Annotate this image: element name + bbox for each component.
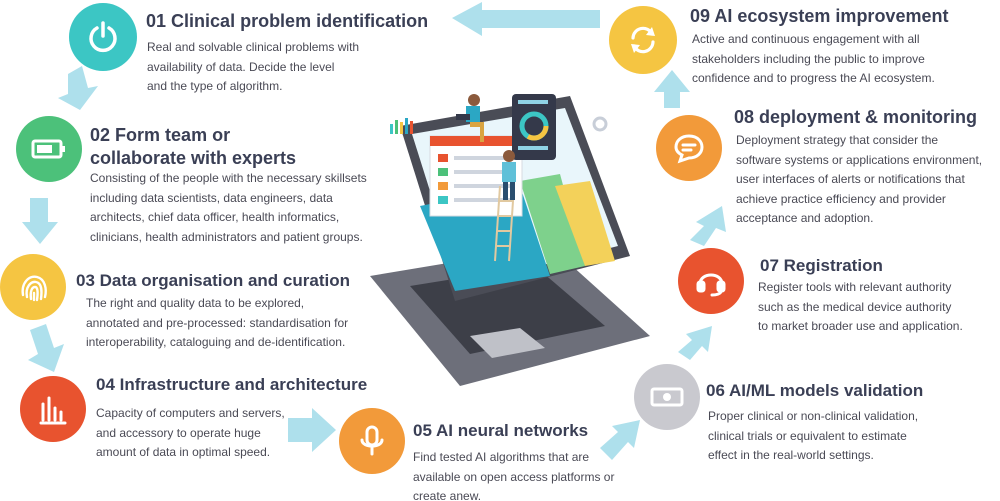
dashboard-card bbox=[512, 94, 556, 160]
laptop-illustration bbox=[370, 94, 650, 386]
step-06-number: 06 bbox=[706, 381, 725, 400]
step-09-description: Active and continuous engagement with al… bbox=[692, 32, 935, 85]
step-05-number: 05 bbox=[413, 421, 432, 440]
battery-icon bbox=[31, 139, 65, 159]
step-01-icon-circle bbox=[69, 3, 137, 71]
step-08-title: 08 deployment & monitoring bbox=[734, 107, 978, 127]
arrow-08-to-09 bbox=[654, 70, 690, 108]
arrow-04-to-05 bbox=[288, 408, 336, 452]
step-04-description: Capacity of computers and servers, and a… bbox=[96, 406, 285, 459]
step-03-number: 03 bbox=[76, 271, 95, 290]
arrow-06-to-07 bbox=[678, 326, 712, 360]
headset-icon bbox=[696, 273, 726, 297]
step-03-description: The right and quality data to be explore… bbox=[86, 296, 349, 349]
step-03-icon-circle bbox=[0, 254, 66, 320]
laptop-touchpad bbox=[470, 328, 545, 358]
fingerprint-icon bbox=[21, 275, 47, 302]
step-06-title: 06 AI/ML models validation bbox=[706, 381, 924, 400]
step-07-number: 07 bbox=[760, 256, 779, 275]
person-sitting bbox=[456, 94, 484, 142]
step-08-number: 08 bbox=[734, 107, 755, 127]
person-standing bbox=[502, 150, 516, 200]
step-08-description: Deployment strategy that consider the so… bbox=[736, 133, 983, 225]
green-sheet bbox=[520, 174, 585, 274]
step-09-title: 09 AI ecosystem improvement bbox=[690, 6, 949, 26]
gear-icon bbox=[592, 116, 608, 132]
step-02-description: Consisting of the people with the necess… bbox=[90, 171, 367, 244]
arrow-01-to-02 bbox=[58, 66, 98, 110]
refresh-icon bbox=[631, 26, 655, 54]
chat-icon bbox=[674, 134, 704, 164]
arrow-07-to-08 bbox=[690, 206, 726, 246]
step-04-number: 04 bbox=[96, 375, 115, 394]
step-04-title: 04 Infrastructure and architecture bbox=[96, 375, 368, 394]
money-icon bbox=[650, 387, 684, 407]
mini-bar-chart bbox=[390, 118, 413, 134]
microphone-icon bbox=[360, 425, 384, 456]
step-02-title: 02 Form team or collaborate with experts bbox=[90, 125, 297, 168]
step-09-icon-circle bbox=[609, 6, 677, 74]
step-06-description: Proper clinical or non-clinical validati… bbox=[708, 409, 919, 462]
arrow-09-to-01 bbox=[452, 2, 600, 36]
step-07-title: 07 Registration bbox=[760, 256, 883, 275]
bar-chart-icon bbox=[39, 396, 67, 425]
step-02-icon-circle bbox=[16, 116, 82, 182]
step-01-number: 01 bbox=[146, 11, 167, 31]
arrow-03-to-04 bbox=[28, 324, 64, 372]
power-icon bbox=[89, 21, 117, 53]
arrow-02-to-03 bbox=[22, 198, 58, 244]
step-03-title: 03 Data organisation and curation bbox=[76, 271, 350, 290]
step-04-icon-circle bbox=[20, 376, 86, 442]
step-02-number: 02 bbox=[90, 125, 111, 145]
step-05-description: Find tested AI algorithms that are avail… bbox=[413, 450, 615, 501]
step-08-icon-circle bbox=[656, 115, 722, 181]
step-07-icon-circle bbox=[678, 248, 744, 314]
step-06-icon-circle bbox=[634, 364, 700, 430]
step-05-title: 05 AI neural networks bbox=[413, 421, 589, 440]
arrow-05-to-06 bbox=[600, 420, 640, 460]
step-01-title-text: Clinical problem identification bbox=[171, 11, 429, 31]
yellow-sheet bbox=[555, 181, 615, 266]
step-05-icon-circle bbox=[339, 408, 405, 474]
step-07-description: Register tools with relevant authority s… bbox=[758, 280, 963, 333]
step-01-description: Real and solvable clinical problems with… bbox=[147, 40, 360, 93]
step-01-title: 01 Clinical problem identification bbox=[146, 10, 428, 32]
step-09-number: 09 bbox=[690, 6, 711, 26]
